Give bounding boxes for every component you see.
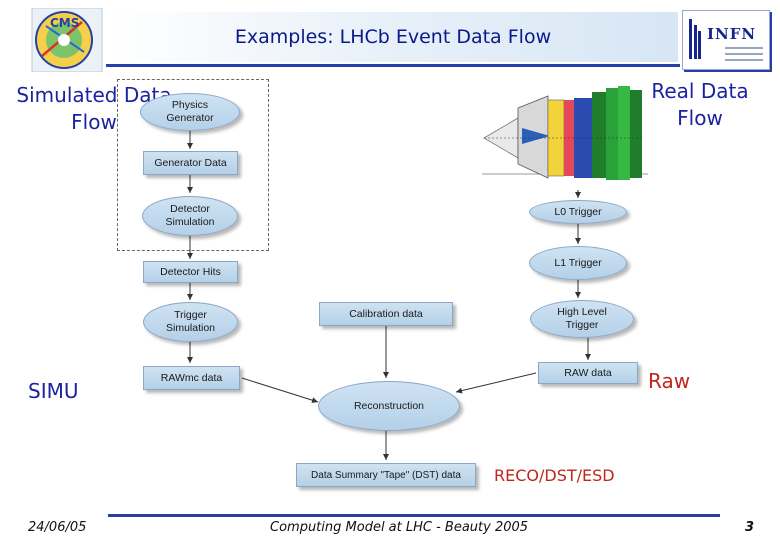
label-reco-dst-esd: RECO/DST/ESD xyxy=(494,466,615,485)
node-high-level-trigger: High Level Trigger xyxy=(530,300,634,338)
infn-logo-text: INFN xyxy=(707,25,757,43)
cms-logo: CMS xyxy=(12,7,104,73)
footer-date: 24/06/05 xyxy=(28,520,87,535)
node-physics-generator: Physics Generator xyxy=(140,93,240,131)
cms-emblem-icon xyxy=(31,7,103,73)
footer-center-text: Computing Model at LHC - Beauty 2005 xyxy=(270,520,529,535)
label-simu: SIMU xyxy=(28,379,79,403)
arrow-rawmc-to-reco xyxy=(241,377,319,404)
node-reconstruction: Reconstruction xyxy=(318,381,460,431)
node-l0-trigger: L0 Trigger xyxy=(529,200,627,224)
node-trigger-simulation: Trigger Simulation xyxy=(143,302,238,342)
node-calibration-data: Calibration data xyxy=(319,302,453,326)
node-detector-hits: Detector Hits xyxy=(143,261,238,283)
title-bar xyxy=(108,12,678,62)
infn-logo: INFN xyxy=(682,10,770,70)
infn-bars-icon xyxy=(689,19,701,59)
node-rawmc-data: RAWmc data xyxy=(143,366,240,390)
page-number: 3 xyxy=(745,520,755,535)
slide-title: Examples: LHCb Event Data Flow xyxy=(234,26,552,48)
node-detector-simulation: Detector Simulation xyxy=(142,196,238,236)
cms-logo-text: CMS xyxy=(50,16,80,30)
title-underline xyxy=(106,64,680,67)
label-real-data-flow: Real Data Flow xyxy=(651,79,749,130)
node-generator-data: Generator Data xyxy=(143,151,238,175)
node-dst-data: Data Summary "Tape" (DST) data xyxy=(296,463,476,487)
footer-line xyxy=(108,514,720,517)
node-l1-trigger: L1 Trigger xyxy=(529,246,627,280)
label-raw: Raw xyxy=(648,369,691,393)
arrow-raw-to-reco xyxy=(455,372,537,394)
lhcb-detector-illustration xyxy=(478,78,652,190)
simulation-region xyxy=(117,79,269,251)
node-raw-data: RAW data xyxy=(538,362,638,384)
